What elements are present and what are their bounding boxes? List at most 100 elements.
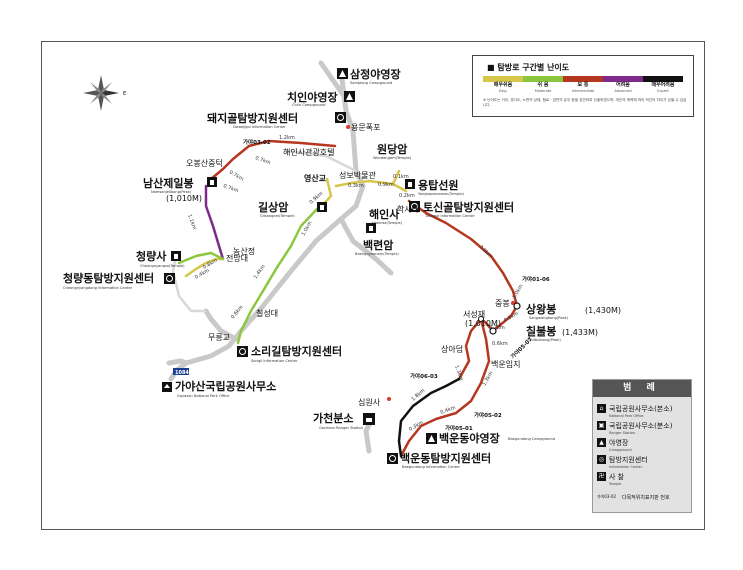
label-yongmun: 용문폭포 bbox=[351, 123, 380, 132]
label-jeonmangdae: 전망대 bbox=[226, 253, 248, 263]
label-cheongnyangdong-en: Cheongnyangdong Information Center bbox=[63, 286, 133, 290]
trail-seoseong-expert bbox=[397, 377, 461, 458]
label-haksadae: 학사대 bbox=[397, 204, 419, 214]
temple-icon: 卍 bbox=[597, 472, 606, 481]
marker-code: 가야03-02 bbox=[243, 138, 271, 146]
label-namsanje-en: Namsanjeilbong(Peak) bbox=[151, 190, 192, 194]
marker-code: 가야01-06 bbox=[522, 275, 550, 283]
label-sangwangbong-alt: (1,430M) bbox=[585, 306, 621, 315]
map-canvas: E 1084 삼정야영장 Samjeong Campground 치인야영장 C… bbox=[63, 60, 621, 469]
distance-label: 0.2km bbox=[399, 193, 415, 199]
label-tosingol: 토신골탐방지원센터 bbox=[423, 200, 514, 214]
info-icon: ◎ bbox=[597, 455, 606, 464]
distance-label: 0.1km bbox=[393, 174, 409, 180]
trail-sangadeum bbox=[457, 317, 483, 381]
svg-text:E: E bbox=[123, 91, 126, 97]
trail-seoseong-baegun bbox=[399, 317, 491, 458]
distance-label: 1.3km bbox=[453, 365, 464, 382]
key-label-en: Campground bbox=[609, 448, 632, 452]
label-sorigil-en: Sorigil Information Center bbox=[251, 359, 298, 363]
label-mureunggyo: 무릉교 bbox=[208, 333, 230, 342]
distance-label: 0.7km bbox=[254, 155, 271, 166]
label-namsanje: 남산제일봉 bbox=[143, 176, 194, 190]
key-title: 범 례 bbox=[593, 380, 691, 397]
label-baengnyeonam: 백련암 bbox=[363, 238, 393, 252]
label-samjeong: 삼정야영장 bbox=[350, 67, 401, 81]
label-wondangam-en: Wondangam(Temple) bbox=[373, 156, 412, 160]
label-baegundong-camp-en: Baegundong Campground bbox=[508, 437, 555, 441]
road-thin bbox=[171, 149, 357, 313]
label-chilbulbong: 칠불봉 bbox=[526, 324, 556, 338]
legend-level-en: Advanced bbox=[614, 89, 632, 93]
marker-code: 가야06-03 bbox=[410, 372, 438, 380]
label-nongsanjeong: 농산정 bbox=[233, 246, 255, 256]
trail-cheongnyangsa bbox=[177, 251, 225, 265]
key-row: ▣ 국립공원사무소(분소)Ranger Station bbox=[597, 421, 672, 435]
key-label: 사 찰 bbox=[609, 473, 625, 481]
label-seoseongjae: 서성재 bbox=[463, 310, 485, 319]
junction-marker bbox=[478, 316, 484, 322]
map-frame: E 1084 삼정야영장 Samjeong Campground 치인야영장 C… bbox=[41, 41, 705, 530]
label-chiin-en: Chiin Campground bbox=[292, 103, 325, 107]
road-number: 1084 bbox=[175, 370, 189, 376]
key-row: ⌂ 국립공원사무소(본소)National Park Office bbox=[597, 404, 672, 418]
label-simwonsa: 심원사 bbox=[358, 397, 381, 407]
label-sorigil: 소리길탐방지원센터 bbox=[251, 344, 342, 358]
label-haeinsa-en: Haeinsa(Temple) bbox=[372, 221, 403, 225]
key-label-en: Information Center bbox=[609, 465, 643, 469]
info-icon bbox=[237, 346, 248, 357]
tent-icon: ▲ bbox=[597, 438, 606, 447]
tent-icon bbox=[337, 68, 348, 79]
distance-label: 1.0km bbox=[512, 283, 525, 300]
label-wondangam: 원당암 bbox=[377, 142, 407, 156]
legend-swatch-advanced bbox=[603, 76, 643, 82]
temple-icon bbox=[207, 177, 217, 187]
key-label: 탐방지원센터 bbox=[609, 456, 648, 464]
legend-level-label: 보 통 bbox=[577, 82, 589, 88]
label-chilbulbong-en: Chilbulbong(Peak) bbox=[528, 338, 561, 342]
label-sangadeum: 상아덤 bbox=[441, 344, 463, 354]
distance-label: 0.3km bbox=[348, 183, 364, 189]
key-label-en: National Park Office bbox=[609, 414, 644, 418]
station-icon bbox=[363, 413, 375, 425]
road-number-badge bbox=[173, 368, 189, 375]
label-haeinsa: 해인사 bbox=[369, 207, 400, 221]
key-row: 가야03-02 다목적위치표지판 번호 bbox=[597, 494, 670, 501]
label-dwaejigol: 돼지골탐방지원센터 bbox=[207, 111, 298, 125]
label-yongtapseon-en: Yongtapseonwon(Temple) bbox=[418, 192, 465, 196]
trail-seongbo-yongtap bbox=[334, 179, 408, 193]
distance-label: 1.2km bbox=[279, 135, 295, 141]
distance-label: 0.9km bbox=[378, 182, 394, 188]
label-seongbo: 성보박물관 bbox=[339, 170, 376, 180]
legend-swatch-expert bbox=[643, 76, 683, 82]
trail-dwaejigol-namsan bbox=[209, 139, 337, 181]
label-baegundong-camp: 백운동야영장 bbox=[439, 431, 500, 445]
label-gayasan-office: 가야산국립공원사무소 bbox=[175, 379, 276, 393]
marker-code: 가야05-07 bbox=[509, 335, 534, 360]
trail-gilsang-sorigil bbox=[236, 207, 319, 345]
info-icon bbox=[335, 112, 346, 123]
label-cheongnyangdong: 청량동탐방지원센터 bbox=[63, 271, 154, 285]
label-namsanje-alt: (1,010M) bbox=[166, 194, 202, 203]
distance-label: 1.8km bbox=[410, 388, 426, 403]
distance-label: 0.2km bbox=[489, 325, 505, 331]
key-label-en: Ranger Station bbox=[609, 431, 636, 435]
trail-yongtap-wondang bbox=[391, 169, 401, 186]
legend-level-label: 매우쉬움 bbox=[493, 82, 513, 88]
label-seoseongjae-alt: (1,010M) bbox=[465, 319, 501, 328]
key-marker-code: 가야03-02 bbox=[597, 494, 616, 499]
label-baegundong-center: 백운동탐방지원센터 bbox=[400, 451, 491, 465]
key-marker-label: 다목적위치표지판 번호 bbox=[621, 495, 670, 501]
label-cheongnyangsa: 청량사 bbox=[136, 249, 167, 263]
distance-label: 3.0km bbox=[478, 244, 493, 259]
distance-label: 0.6km bbox=[230, 304, 245, 320]
peak-marker bbox=[513, 302, 521, 310]
distance-label: 1.4km bbox=[253, 264, 267, 280]
legend-note: ※ 난이도는 거리, 경사도, 노면의 상태, 험로 · 암반의 유무 등을 감… bbox=[483, 98, 687, 107]
legend-color-bar bbox=[483, 76, 683, 82]
